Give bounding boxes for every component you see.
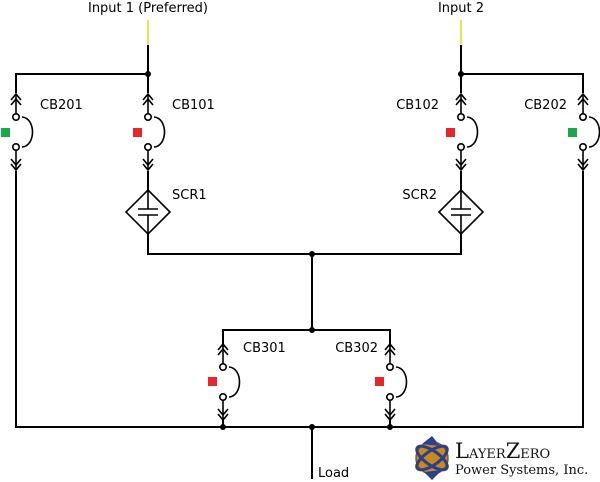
- cb302-status-indicator: [375, 377, 384, 386]
- company-logo: LAYERZERO Power Systems, Inc.: [415, 436, 588, 480]
- cb302-label: CB302: [335, 341, 378, 356]
- load-label: Load: [318, 466, 349, 481]
- breaker-cb201[interactable]: CB201: [1, 93, 83, 171]
- junction-dots: [145, 71, 464, 430]
- switch-scr1[interactable]: SCR1: [125, 188, 207, 235]
- cb202-label: CB202: [524, 98, 567, 113]
- cb201-label: CB201: [40, 98, 83, 113]
- logo-wordmark: LAYERZERO: [455, 439, 550, 463]
- layerzero-globe-icon: [415, 436, 449, 480]
- wiring: [15, 45, 584, 479]
- cb202-status-indicator: [568, 128, 577, 137]
- cb101-status-indicator: [133, 128, 142, 137]
- scr2-label: SCR2: [402, 188, 437, 203]
- input1-label: Input 1 (Preferred): [88, 1, 208, 16]
- cb101-label: CB101: [172, 98, 215, 113]
- cb301-status-indicator: [208, 377, 217, 386]
- breaker-cb302[interactable]: CB302: [335, 341, 408, 421]
- cb102-status-indicator: [446, 128, 455, 137]
- input2-label: Input 2: [438, 1, 484, 16]
- breaker-cb101[interactable]: CB101: [133, 93, 215, 171]
- breaker-cb202[interactable]: CB202: [524, 93, 600, 171]
- switch-scr2[interactable]: SCR2: [402, 188, 484, 235]
- cb102-label: CB102: [396, 98, 439, 113]
- cb201-status-indicator: [1, 128, 10, 137]
- scr1-label: SCR1: [172, 188, 207, 203]
- logo-tagline: Power Systems, Inc.: [455, 463, 588, 478]
- cb301-label: CB301: [243, 341, 286, 356]
- breaker-cb301[interactable]: CB301: [208, 341, 286, 421]
- breaker-cb102[interactable]: CB102: [396, 93, 479, 171]
